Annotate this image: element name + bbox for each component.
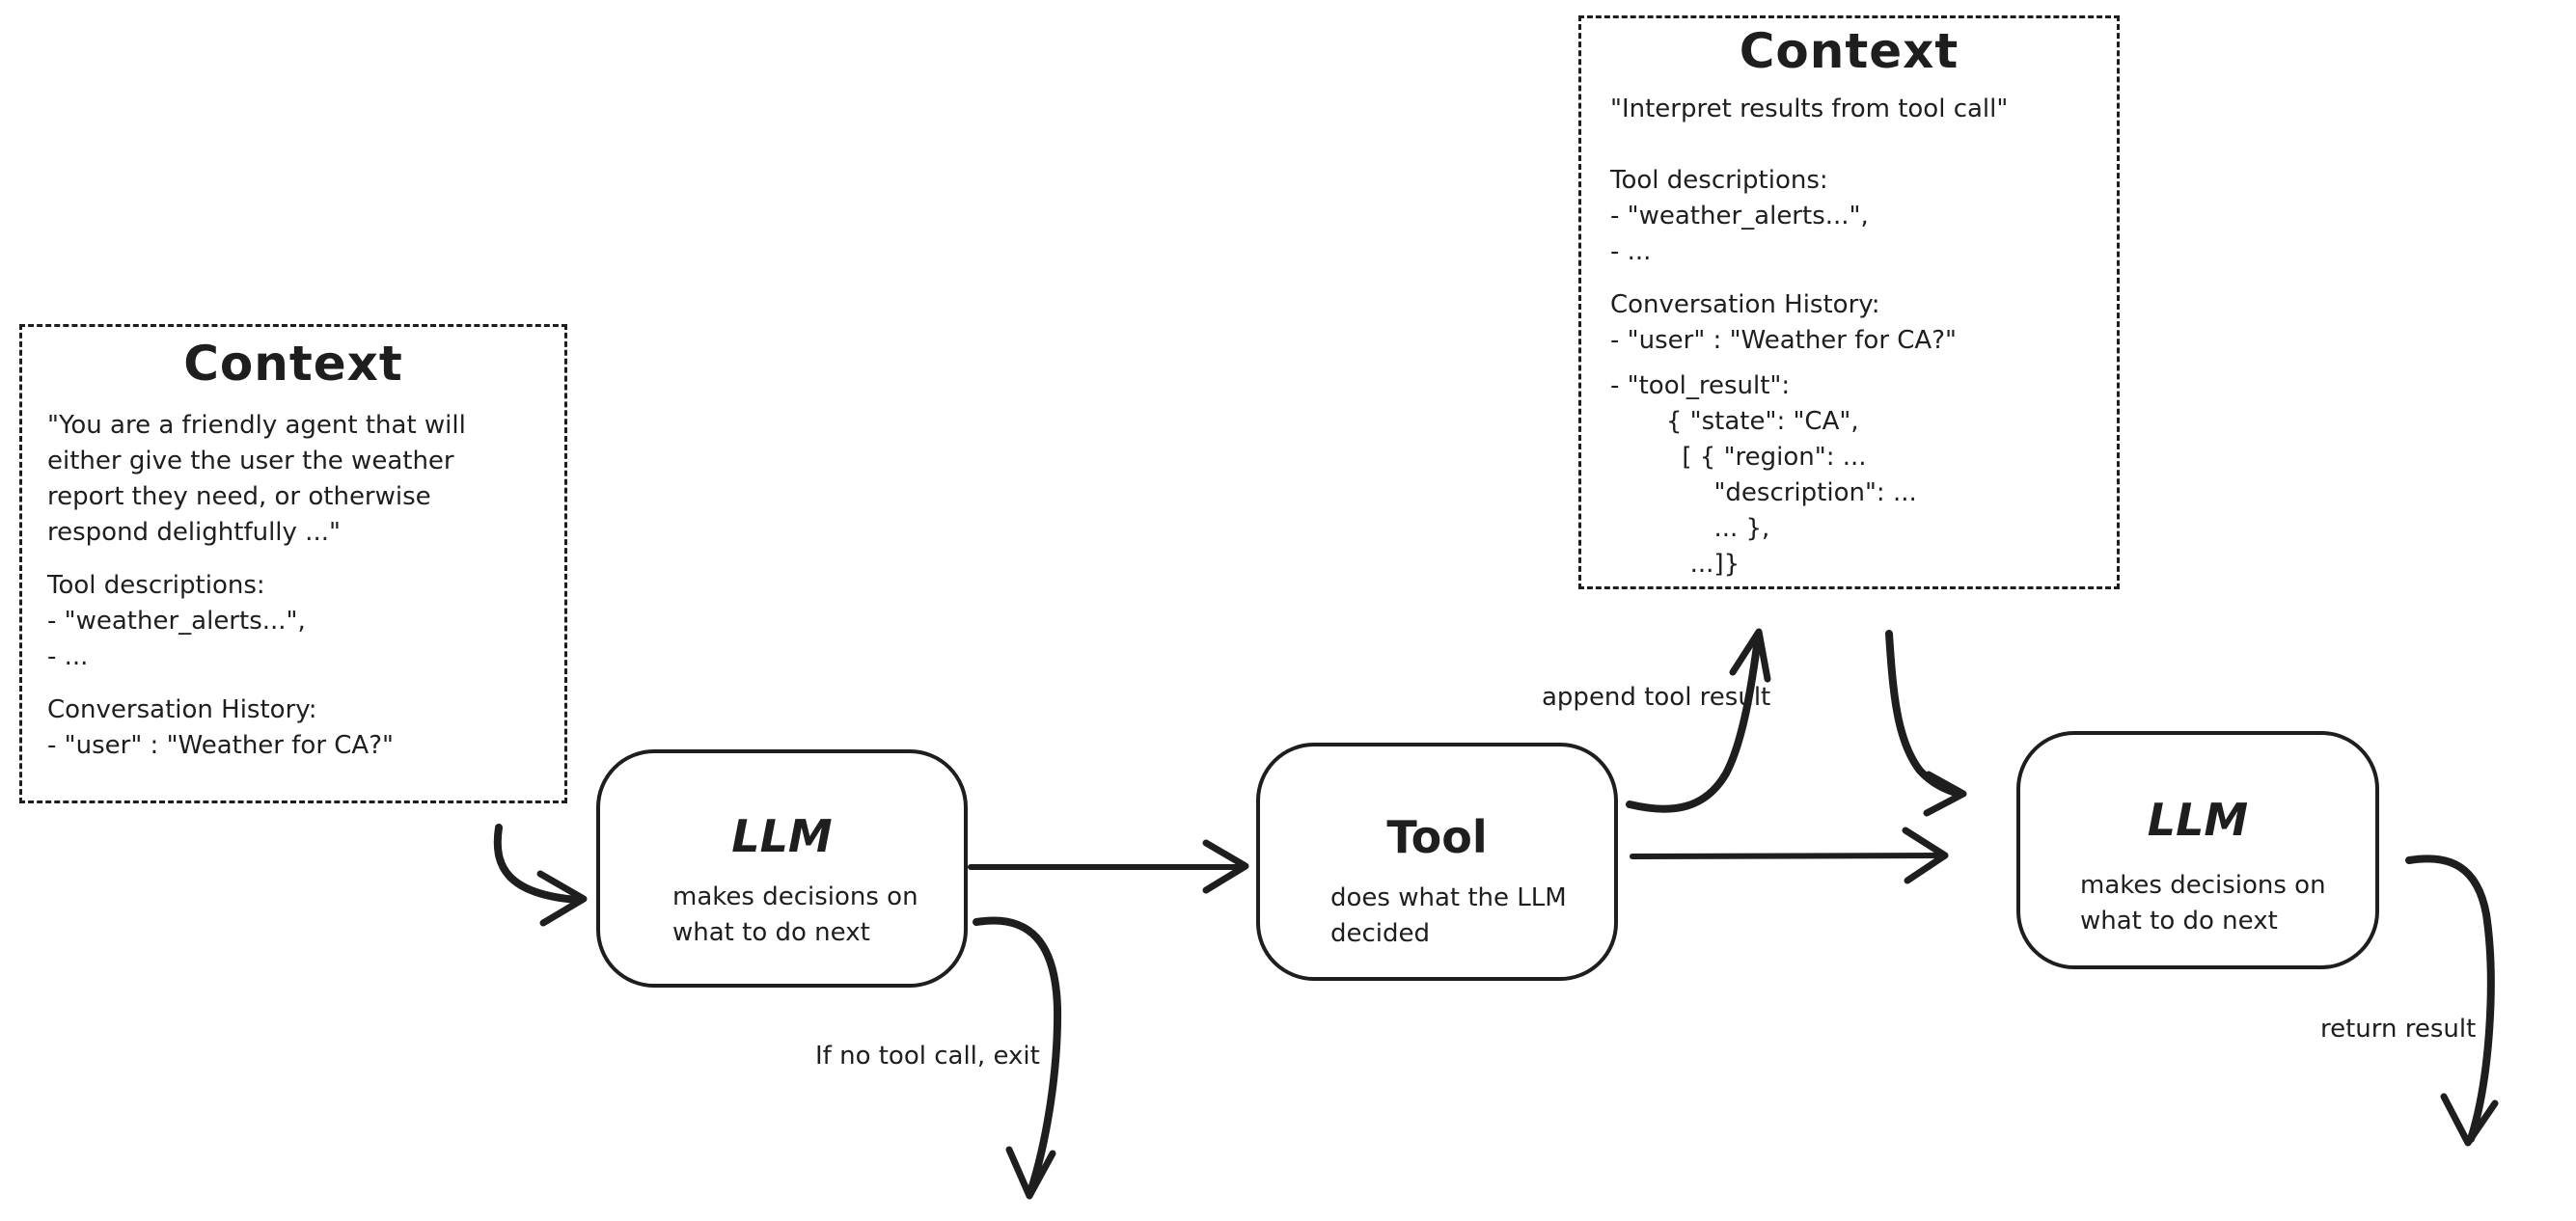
context-line-blank (1610, 127, 2107, 163)
context-line: ... }, (1610, 514, 1770, 543)
context-line: - ... (47, 642, 89, 671)
context-line: - "user" : "Weather for CA?" (47, 731, 394, 760)
node-title: LLM (2147, 794, 2249, 846)
context-line: "Interpret results from tool call" (1610, 95, 2009, 123)
context-line: Conversation History: (1610, 290, 1880, 319)
context-line-blank (1610, 270, 2107, 287)
node-tool: Tool does what the LLM decided (1256, 743, 1618, 981)
context-line: either give the user the weather (47, 447, 454, 475)
context-box-initial: Context "You are a friendly agent that w… (19, 324, 567, 803)
context-line: [ { "region": ... (1610, 443, 1867, 472)
arrow-context-left-to-llm1 (493, 824, 588, 927)
context-line: ...]} (1610, 550, 1740, 579)
arrow-llm1-exit (973, 916, 1062, 1200)
context-box-body: "You are a friendly agent that will eith… (47, 408, 551, 764)
edge-label-return-result: return result (2320, 1015, 2477, 1044)
context-box-title: Context (1739, 23, 1959, 79)
context-line: Tool descriptions: (1610, 166, 1828, 195)
context-box-title: Context (183, 336, 403, 392)
context-box-after-tool: Context "Interpret results from tool cal… (1578, 15, 2120, 589)
node-subtitle: does what the LLM decided (1330, 883, 1567, 948)
node-llm-first: LLM makes decisions on what to do next (596, 749, 968, 988)
arrow-llm2-return (2405, 855, 2499, 1147)
context-line: "description": ... (1610, 478, 1917, 507)
arrow-tool-to-context-right (1626, 628, 1771, 813)
context-line: Conversation History: (47, 695, 317, 724)
context-line: - "weather_alerts...", (47, 607, 306, 636)
context-line-blank (47, 551, 551, 568)
context-line: - "tool_result": (1610, 371, 1791, 400)
context-line-blank (47, 675, 551, 692)
context-line: respond delightfully ..." (47, 518, 341, 547)
context-line: - "weather_alerts...", (1610, 202, 1869, 231)
arrow-context-right-to-llm2 (1885, 630, 1967, 817)
context-line: - ... (1610, 237, 1652, 266)
node-title: Tool (1386, 811, 1488, 863)
node-subtitle: makes decisions on what to do next (2080, 871, 2326, 936)
node-llm-second: LLM makes decisions on what to do next (2016, 731, 2379, 969)
context-line: Tool descriptions: (47, 571, 265, 600)
context-line: "You are a friendly agent that will (47, 411, 466, 440)
context-line-blank (1610, 359, 2107, 368)
context-line: - "user" : "Weather for CA?" (1610, 326, 1957, 355)
edge-label-append-tool-result: append tool result (1542, 683, 1771, 712)
arrow-llm1-to-tool (968, 839, 1249, 894)
context-line: { "state": "CA", (1610, 407, 1859, 436)
context-box-body: "Interpret results from tool call" Tool … (1610, 92, 2107, 583)
context-line: report they need, or otherwise (47, 482, 431, 511)
node-subtitle: makes decisions on what to do next (672, 882, 918, 947)
arrow-tool-to-llm2 (1630, 827, 1949, 884)
edge-label-no-tool-call-exit: If no tool call, exit (815, 1042, 1040, 1071)
node-title: LLM (731, 810, 833, 862)
